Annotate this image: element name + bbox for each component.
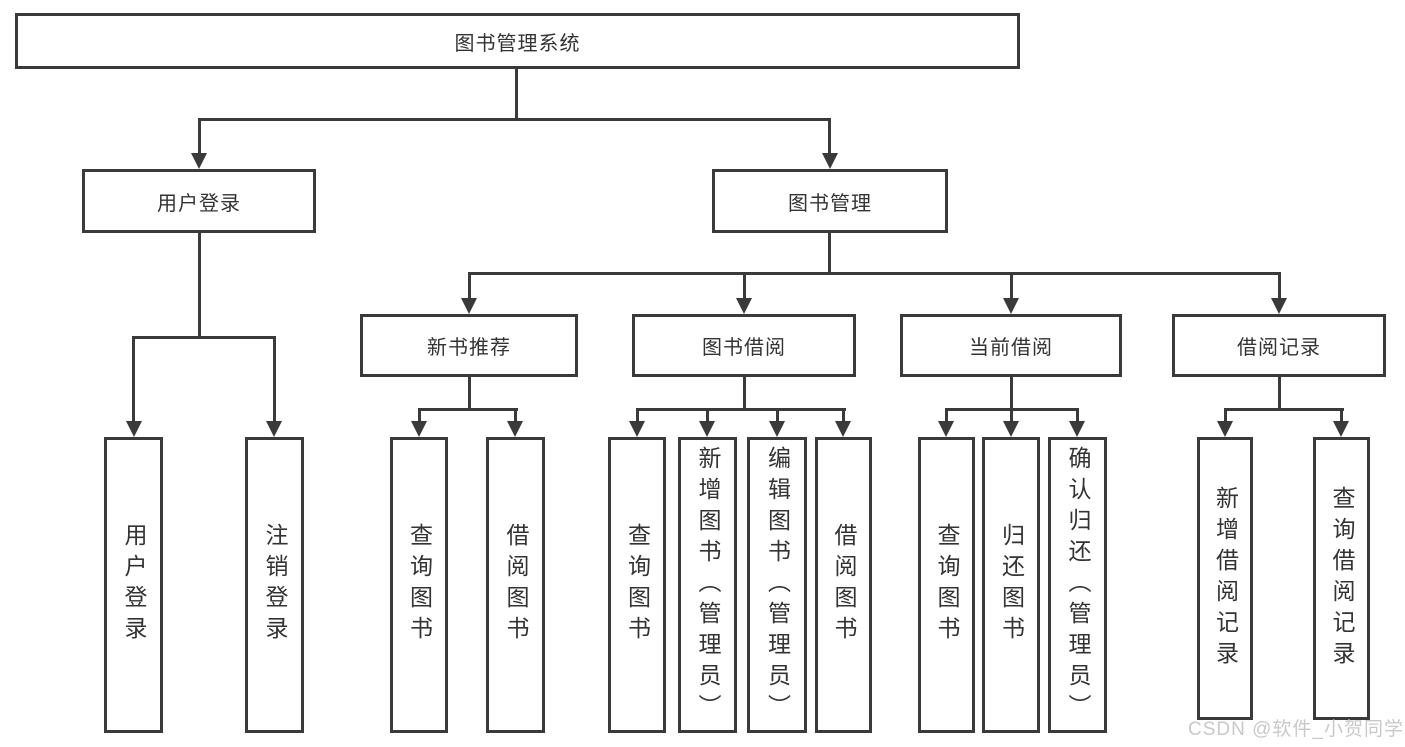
connector-line: [468, 272, 1281, 275]
arrow-down-icon: [191, 153, 207, 169]
leaf-label: 查询图书: [406, 523, 433, 647]
arrow-down-icon: [461, 298, 477, 314]
node-book-management: 图书管理: [712, 169, 948, 233]
connector-line: [468, 272, 471, 300]
leaf-label: 用户登录: [121, 523, 147, 647]
connector-line: [198, 118, 201, 155]
leaf-label: 借阅图书: [831, 523, 857, 647]
connector-line: [198, 118, 831, 121]
arrow-down-icon: [1003, 421, 1019, 437]
connector-line: [1224, 408, 1344, 411]
node-new-book-recommendation: 新书推荐: [360, 314, 578, 377]
connector-line: [706, 408, 709, 423]
connector-line: [636, 408, 846, 411]
leaf-query-borrow-record: 查询借阅记录: [1313, 437, 1370, 720]
leaf-query-books-newbook: 查询图书: [390, 437, 448, 733]
arrow-down-icon: [266, 421, 282, 437]
connector-line: [1010, 272, 1013, 300]
connector-line: [1340, 408, 1343, 423]
leaf-label: 查询借阅记录: [1329, 485, 1355, 672]
connector-line: [418, 408, 421, 423]
arrow-down-icon: [938, 421, 954, 437]
connector-line: [1278, 377, 1281, 411]
leaf-borrow-books-newbook: 借阅图书: [486, 437, 545, 733]
arrow-down-icon: [1217, 421, 1233, 437]
node-borrowing-records: 借阅记录: [1172, 314, 1386, 377]
connector-line: [743, 272, 746, 300]
leaf-label: 查询图书: [934, 523, 960, 647]
connector-line: [132, 336, 276, 339]
leaf-label: 新增借阅记录: [1212, 485, 1239, 672]
arrow-down-icon: [1069, 421, 1085, 437]
connector-line: [636, 408, 639, 423]
connector-line: [842, 408, 845, 423]
node-current-borrowing: 当前借阅: [900, 314, 1122, 377]
arrow-down-icon: [699, 421, 715, 437]
connector-line: [1224, 408, 1227, 423]
arrow-down-icon: [1333, 421, 1349, 437]
connector-line: [1076, 408, 1079, 423]
connector-line: [828, 118, 831, 155]
arrow-down-icon: [411, 421, 427, 437]
connector-line: [1010, 408, 1013, 423]
arrow-down-icon: [822, 153, 838, 169]
connector-line: [418, 408, 518, 411]
node-library-system: 图书管理系统: [15, 13, 1020, 69]
leaf-query-books-current: 查询图书: [918, 437, 975, 733]
connector-line: [776, 408, 779, 423]
leaf-borrow-books-borrowing: 借阅图书: [815, 437, 872, 733]
leaf-label: 确认归还（管理员）: [1065, 445, 1091, 725]
connector-line: [828, 233, 831, 275]
connector-line: [468, 377, 471, 411]
arrow-down-icon: [835, 421, 851, 437]
arrow-down-icon: [629, 421, 645, 437]
connector-line: [1010, 377, 1013, 411]
leaf-label: 归还图书: [998, 523, 1025, 647]
arrow-down-icon: [736, 298, 752, 314]
connector-line: [743, 377, 746, 411]
leaf-add-borrow-record: 新增借阅记录: [1197, 437, 1253, 720]
leaf-logout: 注销登录: [245, 437, 304, 733]
leaf-label: 借阅图书: [503, 523, 529, 647]
leaf-edit-book-admin: 编辑图书（管理员）: [747, 437, 807, 733]
arrow-down-icon: [126, 421, 142, 437]
arrow-down-icon: [769, 421, 785, 437]
leaf-label: 新增图书（管理员）: [695, 445, 721, 725]
arrow-down-icon: [1271, 298, 1287, 314]
connector-line: [514, 408, 517, 423]
node-user-login-branch: 用户登录: [82, 169, 316, 233]
connector-line: [273, 336, 276, 423]
watermark-text: CSDN @软件_小贺同学: [1188, 719, 1404, 740]
leaf-label: 编辑图书（管理员）: [764, 445, 791, 725]
leaf-add-book-admin: 新增图书（管理员）: [678, 437, 737, 733]
leaf-label: 注销登录: [262, 523, 288, 647]
connector-line: [198, 233, 201, 339]
leaf-label: 查询图书: [624, 523, 651, 647]
arrow-down-icon: [507, 421, 523, 437]
connector-line: [1278, 272, 1281, 300]
arrow-down-icon: [1003, 298, 1019, 314]
connector-line: [132, 336, 135, 423]
node-book-borrowing: 图书借阅: [632, 314, 856, 377]
connector-line: [515, 68, 518, 121]
leaf-user-login: 用户登录: [104, 437, 163, 733]
leaf-confirm-return-admin: 确认归还（管理员）: [1048, 437, 1107, 733]
connector-line: [945, 408, 948, 423]
leaf-return-books: 归还图书: [982, 437, 1040, 733]
leaf-query-books-borrowing: 查询图书: [608, 437, 666, 733]
